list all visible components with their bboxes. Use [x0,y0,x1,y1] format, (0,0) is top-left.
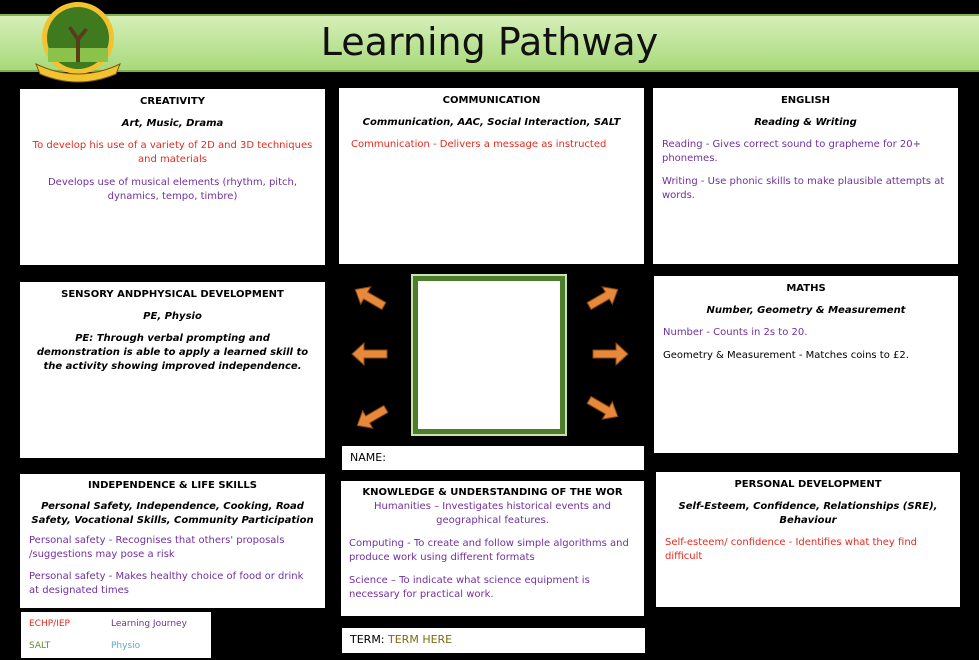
colour-key: ECHP/IEP Learning Journey SALT Physio [21,612,211,658]
personal-target-1: Self-esteem/ confidence - Identifies wha… [665,537,918,562]
key-learning-journey: Learning Journey [111,619,187,629]
sensory-title: SENSORY ANDPHYSICAL DEVELOPMENT [61,289,284,300]
page-title: Learning Pathway [320,20,659,64]
arrow-up-left-icon [354,286,387,311]
term-label: TERM: [350,633,385,646]
key-physio: Physio [111,641,141,651]
maths-target-1: Number - Counts in 2s to 20. [663,327,808,338]
independence-title: INDEPENDENCE & LIFE SKILLS [88,480,257,491]
independence-target-2: Personal safety - Makes healthy choice o… [29,571,304,596]
english-subjects: Reading & Writing [754,117,857,128]
knowledge-target-3: Science – To indicate what science equip… [349,575,590,600]
photo-frame [411,274,567,436]
arrow-down-left-icon [356,404,389,429]
personal-panel: PERSONAL DEVELOPMENT Self-Esteem, Confid… [656,472,960,607]
maths-panel: MATHS Number, Geometry & Measurement Num… [654,276,958,453]
personal-subjects: Self-Esteem, Confidence, Relationships (… [678,501,938,526]
knowledge-target-1: Humanities – Investigates historical eve… [374,501,611,526]
creativity-subjects: Art, Music, Drama [121,118,224,129]
english-title: ENGLISH [780,95,831,106]
communication-subjects: Communication, AAC, Social Interaction, … [362,117,621,128]
creativity-target-1: To develop his use of a variety of 2D an… [32,140,313,165]
english-target-2: Writing - Use phonic skills to make plau… [662,176,945,201]
communication-panel: COMMUNICATION Communication, AAC, Social… [339,88,644,264]
title-banner: Learning Pathway [0,14,979,72]
creativity-target-2: Develops use of musical elements (rhythm… [47,177,298,202]
independence-target-1: Personal safety - Recognises that others… [29,535,285,560]
key-salt: SALT [29,641,51,651]
arrow-up-right-icon [586,286,619,311]
arrow-right-icon [592,341,629,367]
sensory-target-1: PE: Through verbal prompting and demonst… [36,333,309,372]
english-panel: ENGLISH Reading & Writing Reading - Give… [653,88,958,264]
key-echp: ECHP/IEP [29,619,70,629]
independence-subjects: Personal Safety, Independence, Cooking, … [31,501,314,526]
maths-subjects: Number, Geometry & Measurement [706,305,906,316]
sensory-subjects: PE, Physio [143,311,202,322]
name-field[interactable]: NAME: [342,446,644,470]
name-label: NAME: [350,451,386,464]
communication-title: COMMUNICATION [442,95,541,106]
creativity-panel: CREATIVITY Art, Music, Drama To develop … [20,89,325,265]
knowledge-panel: KNOWLEDGE & UNDERSTANDING OF THE WOR Hum… [341,481,644,616]
independence-panel: INDEPENDENCE & LIFE SKILLS Personal Safe… [20,474,325,608]
arrow-down-right-icon [586,395,619,420]
term-field[interactable]: TERM: TERM HERE [342,628,645,653]
knowledge-title: KNOWLEDGE & UNDERSTANDING OF THE WOR [362,487,623,498]
personal-title: PERSONAL DEVELOPMENT [734,479,882,490]
sensory-panel: SENSORY ANDPHYSICAL DEVELOPMENT PE, Phys… [20,282,325,458]
creativity-title: CREATIVITY [140,96,205,107]
maths-target-2: Geometry & Measurement - Matches coins t… [663,350,909,361]
knowledge-target-2: Computing - To create and follow simple … [349,538,629,563]
communication-target-1: Communication - Delivers a message as in… [351,139,607,150]
maths-title: MATHS [786,283,826,294]
english-target-1: Reading - Gives correct sound to graphem… [662,139,922,164]
arrow-left-icon [351,341,388,367]
school-logo [35,2,121,83]
term-value: TERM HERE [388,633,453,646]
